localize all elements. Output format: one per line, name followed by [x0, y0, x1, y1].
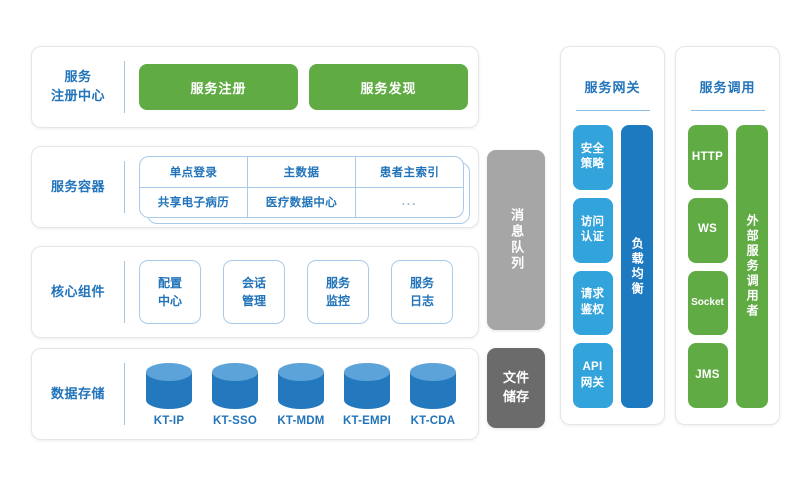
cell-patient-master-index[interactable]: 患者主索引	[355, 157, 463, 187]
database-cylinder-icon	[410, 362, 456, 409]
title-divider	[690, 110, 765, 111]
database-item-kt-cda[interactable]: KT-CDA	[403, 362, 463, 427]
row-divider	[124, 61, 125, 113]
cell-more-ellipsis[interactable]: ...	[355, 187, 463, 217]
core-tile-line2: 管理	[241, 294, 266, 308]
service-registration-tile[interactable]: 服务注册	[139, 64, 298, 110]
tile-line2: 网关	[580, 376, 605, 389]
load-balancer-bar[interactable]: 负载均衡	[620, 125, 653, 408]
service-container-grid: 单点登录 主数据 患者主索引 共享电子病历 医疗数据中心 ...	[139, 156, 464, 218]
service-container-row: 服务容器 单点登录 主数据 患者主索引 共享电子病历 医疗数据中心 ...	[31, 146, 479, 228]
service-invocation-title: 服务调用	[699, 80, 756, 95]
database-label: KT-MDM	[277, 414, 325, 427]
tile-line1: 请求	[580, 288, 605, 301]
file-storage-label-line2: 储存	[502, 389, 529, 404]
core-tile-line1: 服务	[325, 276, 350, 290]
database-cylinder-icon	[146, 362, 192, 409]
file-storage-block[interactable]: 文件 储存	[487, 348, 545, 428]
database-cylinder-icon	[212, 362, 258, 409]
row-divider	[124, 261, 125, 323]
service-container-label: 服务容器	[50, 178, 105, 194]
database-item-kt-empi[interactable]: KT-EMPI	[337, 362, 397, 427]
core-tile-line2: 中心	[157, 294, 182, 308]
tile-line2: 认证	[580, 231, 605, 244]
invocation-tile-stack: HTTP WS Socket JMS	[687, 125, 728, 408]
core-tile-config-center[interactable]: 配置 中心	[139, 260, 201, 324]
core-tile-service-log[interactable]: 服务 日志	[391, 260, 453, 324]
external-service-caller-label: 外部服务调用者	[745, 214, 760, 319]
service-gateway-column: 服务网关 安全 策略 访问 认证 请求	[560, 46, 665, 425]
grid-row-bottom: 共享电子病历 医疗数据中心 ...	[140, 187, 463, 217]
core-tile-session-management[interactable]: 会话 管理	[223, 260, 285, 324]
message-queue-block[interactable]: 消息队列	[487, 150, 545, 330]
service-invocation-body: HTTP WS Socket JMS 外部服务调用者	[676, 125, 779, 408]
core-tile-service-monitoring[interactable]: 服务 监控	[307, 260, 369, 324]
gateway-tile-request-authorization[interactable]: 请求 鉴权	[572, 270, 613, 336]
cell-master-data[interactable]: 主数据	[247, 157, 355, 187]
database-item-kt-ip[interactable]: KT-IP	[139, 362, 199, 427]
message-queue-label: 消息队列	[509, 208, 525, 272]
tile-line1: 访问	[580, 215, 605, 228]
tile-line2: 鉴权	[580, 303, 605, 316]
tile-line1: API	[582, 361, 603, 374]
service-registry-label: 服务 注册中心	[32, 68, 124, 106]
core-components-label: 核心组件	[50, 283, 105, 299]
invocation-tile-ws[interactable]: WS	[687, 197, 728, 263]
cell-single-sign-on[interactable]: 单点登录	[169, 166, 218, 179]
core-tile-line1: 会话	[241, 276, 266, 290]
data-storage-label: 数据存储	[50, 385, 105, 401]
row-divider	[124, 161, 125, 213]
service-gateway-body: 安全 策略 访问 认证 请求 鉴权	[561, 125, 664, 408]
core-tile-line1: 服务	[409, 276, 434, 290]
cell-medical-data-center[interactable]: 医疗数据中心	[247, 187, 355, 217]
database-cylinder-icon	[278, 362, 324, 409]
data-storage-row: 数据存储 KT-IP KT-SSO	[31, 348, 479, 440]
database-label: KT-CDA	[410, 414, 456, 427]
database-cylinder-icon	[344, 362, 390, 409]
database-label: KT-EMPI	[342, 414, 392, 427]
gateway-tile-stack: 安全 策略 访问 认证 请求 鉴权	[572, 125, 613, 408]
tile-line1: 安全	[580, 142, 605, 155]
database-label: KT-IP	[153, 414, 185, 427]
service-registry-items: 服务注册 服务发现	[125, 47, 478, 127]
service-registry-row: 服务 注册中心 服务注册 服务发现	[31, 46, 479, 128]
gateway-tile-access-authentication[interactable]: 访问 认证	[572, 197, 613, 263]
gateway-tile-api-gateway[interactable]: API 网关	[572, 343, 613, 408]
service-invocation-column: 服务调用 HTTP WS Socket JMS 外部服务调用者	[675, 46, 780, 425]
cell-shared-emr[interactable]: 共享电子病历	[157, 197, 230, 210]
title-divider	[575, 110, 650, 111]
database-item-kt-mdm[interactable]: KT-MDM	[271, 362, 331, 427]
core-components-items: 配置 中心 会话 管理 服务 监控 服务 日志	[125, 247, 478, 337]
core-tile-line2: 日志	[409, 294, 434, 308]
gateway-tile-security-policy[interactable]: 安全 策略	[572, 125, 613, 190]
database-label: KT-SSO	[212, 414, 257, 427]
row-divider	[124, 363, 125, 425]
core-components-row: 核心组件 配置 中心 会话 管理 服务 监控	[31, 246, 479, 338]
service-discovery-tile[interactable]: 服务发现	[309, 64, 468, 110]
tile-line2: 策略	[580, 158, 605, 171]
core-tile-line1: 配置	[157, 276, 182, 290]
database-item-kt-sso[interactable]: KT-SSO	[205, 362, 265, 427]
load-balancer-label: 负载均衡	[630, 236, 645, 297]
grid-row-top: 单点登录 主数据 患者主索引	[140, 157, 463, 188]
service-container-stack: 单点登录 主数据 患者主索引 共享电子病历 医疗数据中心 ...	[139, 156, 470, 224]
core-tile-line2: 监控	[325, 294, 350, 308]
external-service-caller-bar[interactable]: 外部服务调用者	[735, 125, 768, 408]
service-registry-label-line2: 注册中心	[50, 88, 105, 103]
invocation-tile-socket[interactable]: Socket	[687, 270, 728, 336]
service-gateway-title: 服务网关	[584, 80, 641, 95]
data-storage-items: KT-IP KT-SSO KT-MDM	[125, 349, 478, 439]
invocation-tile-jms[interactable]: JMS	[687, 343, 728, 408]
invocation-tile-http[interactable]: HTTP	[687, 125, 728, 190]
service-registry-label-line1: 服务	[64, 69, 92, 85]
service-container-body: 单点登录 主数据 患者主索引 共享电子病历 医疗数据中心 ...	[125, 147, 478, 227]
file-storage-label-line1: 文件	[502, 370, 529, 386]
